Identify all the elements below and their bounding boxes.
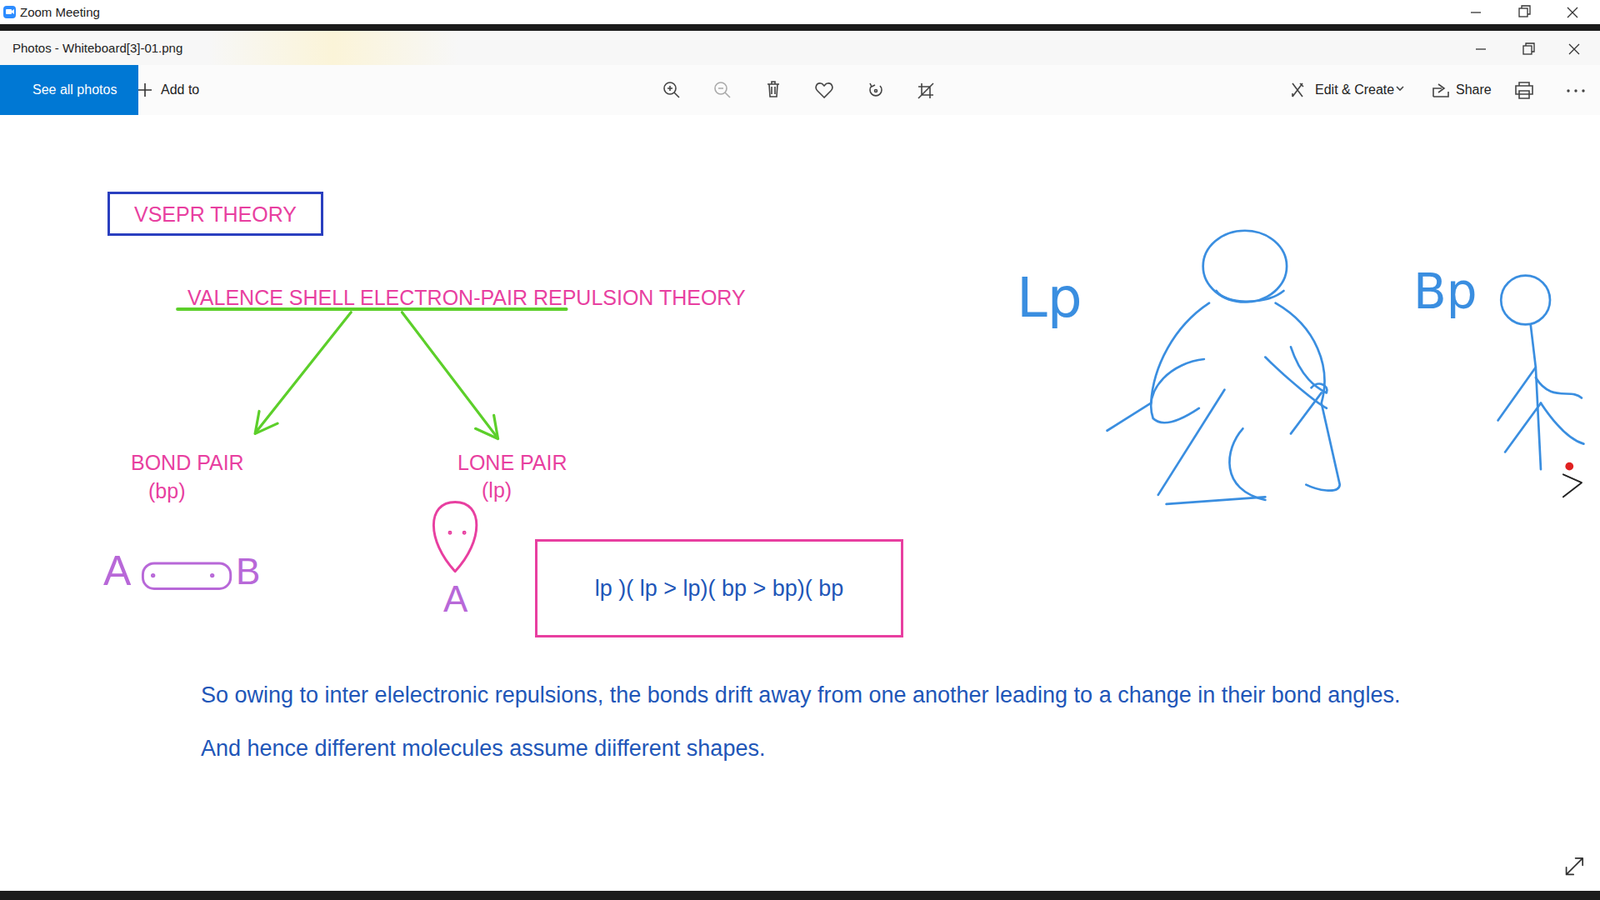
bottom-bar	[0, 890, 1600, 900]
note-text: So owing to inter elelectronic repulsion…	[200, 681, 1518, 709]
note-text: And hence different molecules assume dii…	[200, 735, 765, 762]
lone-pair-lobe	[433, 501, 476, 571]
atom-letter: A	[443, 577, 468, 622]
green-arrows	[255, 312, 498, 440]
branch-label: BOND PAIR	[130, 450, 245, 475]
toolbar	[0, 65, 1600, 115]
branch-label: (lp)	[481, 477, 512, 503]
window-title: Photos - Whiteboard[3]-01.png	[12, 40, 183, 56]
bond-symbol	[142, 563, 230, 590]
photos-title-bar	[0, 30, 1600, 65]
divider-bar	[0, 24, 1600, 31]
window-title: Zoom Meeting	[20, 5, 100, 20]
title-box: VSEPR THEORY	[107, 191, 324, 236]
nav-button: See all photos	[0, 65, 139, 115]
node-text: See all photos	[32, 81, 117, 98]
toolbar-label: Edit & Create	[1315, 81, 1395, 98]
zoom-icon	[3, 5, 16, 19]
lone-pair-figure	[1107, 230, 1340, 505]
bond-pair-figure	[1498, 275, 1585, 470]
more-menu-dots	[1566, 89, 1585, 92]
handwritten-label: Lp	[1016, 265, 1083, 331]
fullscreen-icon	[1566, 858, 1584, 875]
pointer-dot	[1565, 462, 1574, 471]
atom-letter: A	[103, 545, 131, 596]
toolbar-label: Share	[1455, 81, 1492, 98]
add-icon	[138, 83, 152, 97]
photos-window-controls	[1475, 43, 1580, 55]
atom-letter: B	[235, 550, 260, 595]
node-text: lp )( lp > lp)( bp > bp)( bp	[595, 575, 845, 602]
zoom-title-bar	[0, 0, 1600, 25]
handwritten-label: Bp	[1413, 263, 1478, 322]
zoom-window-controls	[1470, 5, 1578, 18]
heading-text: VALENCE SHELL ELECTRON-PAIR REPULSION TH…	[187, 285, 746, 310]
toolbar-icons	[664, 81, 1533, 99]
repulsion-order-box: lp )( lp > lp)( bp > bp)( bp	[535, 539, 904, 638]
node-text: VSEPR THEORY	[134, 201, 297, 227]
branch-label: LONE PAIR	[457, 450, 568, 475]
next-arrow	[1563, 474, 1582, 497]
toolbar-label: Add to	[160, 81, 200, 98]
window-chrome	[0, 0, 1600, 117]
branch-label: (bp)	[148, 478, 185, 504]
